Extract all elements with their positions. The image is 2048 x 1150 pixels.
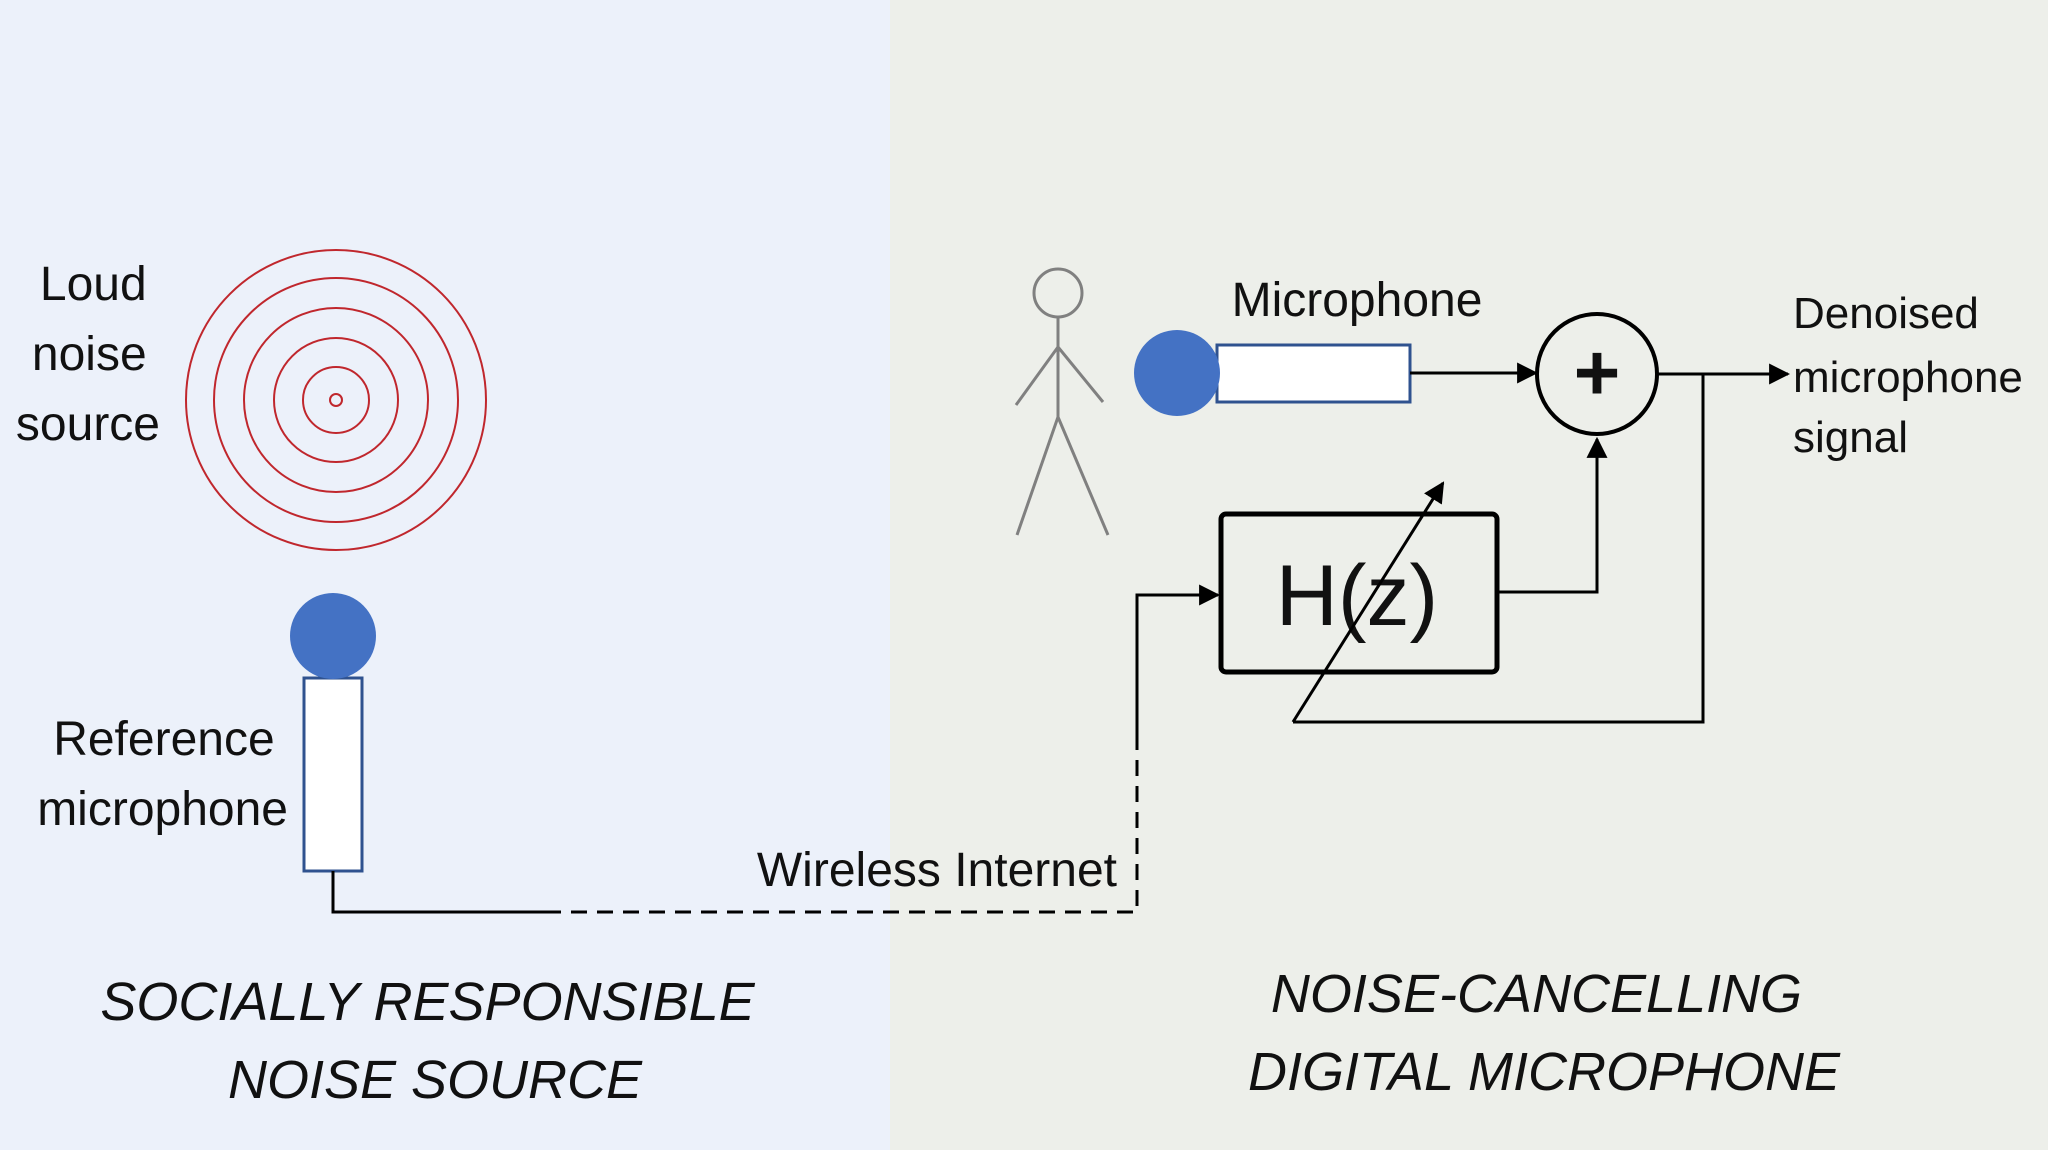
loud-noise-source-label: Loud noise source [16,258,160,451]
reference-mic-head [290,593,376,679]
feedback-line [1293,374,1705,724]
loud-noise-source-line-2: noise [32,328,147,381]
concentric-rings-icon [185,249,487,551]
left-panel-background [0,0,890,1150]
right-title-line-1: NOISE-CANCELLING [1271,964,1802,1024]
reference-mic-body [302,676,364,873]
reference-mic-cable [331,871,545,914]
filter-to-summer-arrow [1497,436,1608,594]
reference-microphone-label: Reference microphone [37,713,288,836]
right-panel-title: NOISE-CANCELLING DIGITAL MICROPHONE [1248,964,1841,1102]
main-mic-body [1215,343,1412,404]
microphone-label: Microphone [1232,274,1483,327]
microphone-icon [1134,330,1412,416]
denoised-line-2: microphone [1793,353,2023,402]
left-title-line-1: SOCIALLY RESPONSIBLE [100,972,755,1032]
right-panel-background [890,0,2048,1150]
filter-input-line [1135,584,1221,743]
left-panel-title: SOCIALLY RESPONSIBLE NOISE SOURCE [100,972,769,1110]
wireless-dashed-path [545,743,1139,914]
summing-junction-icon: + [1535,312,1659,436]
summer-plus: + [1574,328,1621,417]
denoised-signal-label: Denoised microphone signal [1793,289,2035,462]
reference-microphone-line-1: Reference [53,713,274,766]
stick-figure-icon [1014,267,1110,536]
denoised-line-1: Denoised [1793,289,1979,338]
denoised-line-3: signal [1793,413,1908,462]
left-title-line-2: NOISE SOURCE [228,1050,643,1110]
wireless-link [331,584,1221,914]
loud-noise-source-line-3: source [16,398,160,451]
microphone-icon [290,593,376,873]
loud-noise-source-line-1: Loud [40,258,147,311]
adaptive-arrow-icon [1291,481,1445,723]
filter-label: H(z) [1276,548,1438,644]
reference-microphone-line-2: microphone [37,783,288,836]
right-title-line-2: DIGITAL MICROPHONE [1248,1042,1841,1102]
wireless-internet-label: Wireless Internet [757,844,1117,897]
main-mic-head [1134,330,1220,416]
